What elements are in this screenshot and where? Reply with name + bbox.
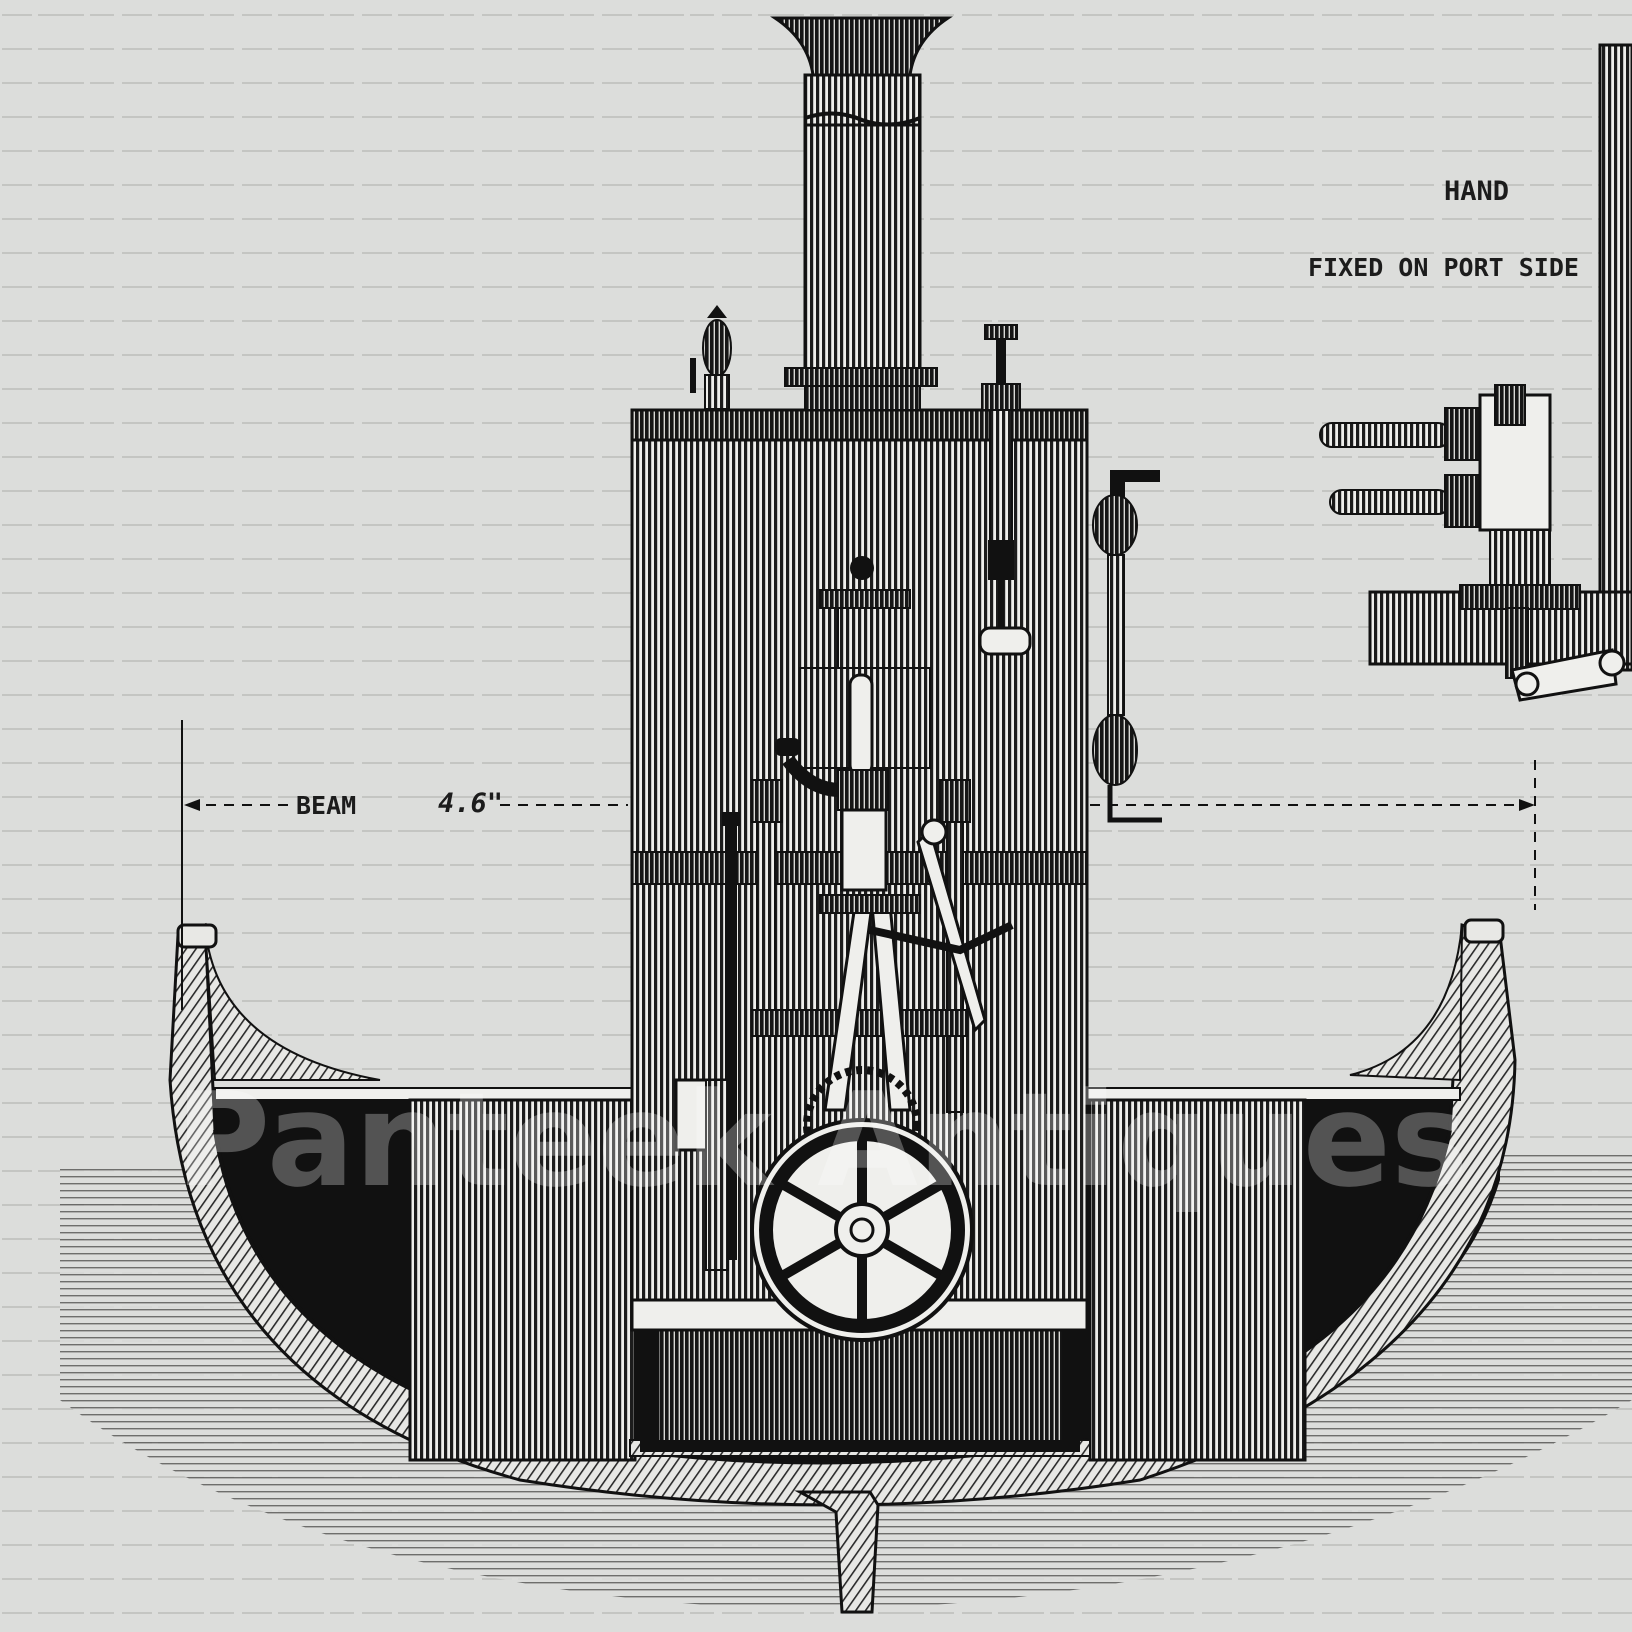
safety-valve (690, 305, 732, 410)
engine (674, 556, 1014, 1271)
label-fixed-on-port-side: FIXED ON PORT SIDE (1308, 253, 1579, 282)
steam-valve-spindle (978, 324, 1032, 656)
hand-pump (1319, 43, 1632, 702)
label-hand: HAND (1444, 176, 1509, 207)
label-beam-value: 4.6" (438, 788, 503, 819)
watermark: Panteek Antiques (175, 1064, 1468, 1216)
funnel (770, 16, 953, 411)
beam-dimension (181, 720, 1536, 1010)
label-beam: BEAM (296, 791, 356, 820)
flywheel (750, 1066, 974, 1342)
water-gauge (1092, 470, 1162, 823)
